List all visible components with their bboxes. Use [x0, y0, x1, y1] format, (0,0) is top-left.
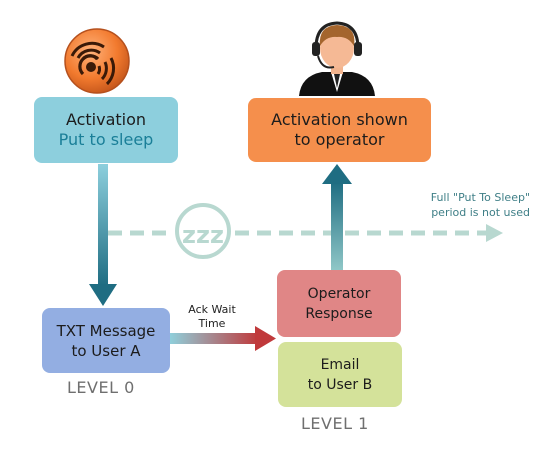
ack-label-line1: Ack Wait — [188, 303, 236, 316]
response-box-line2: Response — [305, 305, 373, 322]
ack-label-line2: Time — [198, 317, 226, 330]
email-box-line1: Email — [320, 356, 360, 373]
operator-response-box: Operator Response — [277, 270, 401, 337]
sleep-zzz-icon: zzz — [175, 203, 231, 259]
sleep-note-line1: Full "Put To Sleep" — [430, 191, 530, 204]
activation-box: Activation Put to sleep — [34, 97, 178, 163]
operator-box-line2: to operator — [294, 130, 385, 149]
level-0-label: LEVEL 0 — [67, 378, 135, 397]
activation-subtitle: Put to sleep — [58, 130, 154, 149]
arrow-response-to-operator — [322, 164, 352, 270]
arrow-activation-to-txt — [89, 164, 117, 306]
sleep-note-line2: period is not used — [431, 206, 530, 219]
level-1-label: LEVEL 1 — [301, 414, 369, 433]
operator-activation-box: Activation shown to operator — [248, 98, 431, 162]
zzz-text: zzz — [182, 221, 224, 249]
operator-box-line1: Activation shown — [271, 110, 408, 129]
txt-message-box: TXT Message to User A — [42, 308, 170, 373]
activation-title: Activation — [65, 110, 147, 129]
txt-box-line1: TXT Message — [56, 321, 156, 340]
ack-wait-time-label: Ack Wait Time — [184, 303, 240, 331]
operator-headset-icon — [299, 21, 375, 96]
sleep-period-line — [108, 224, 503, 242]
email-box: Email to User B — [278, 342, 402, 407]
response-box-line1: Operator — [307, 285, 371, 302]
arrow-ack-wait — [170, 326, 276, 351]
email-box-line2: to User B — [307, 376, 373, 393]
signal-waves-icon — [64, 28, 130, 94]
sleep-period-note: Full "Put To Sleep" period is not used — [380, 190, 530, 220]
txt-box-line2: to User A — [71, 341, 141, 360]
